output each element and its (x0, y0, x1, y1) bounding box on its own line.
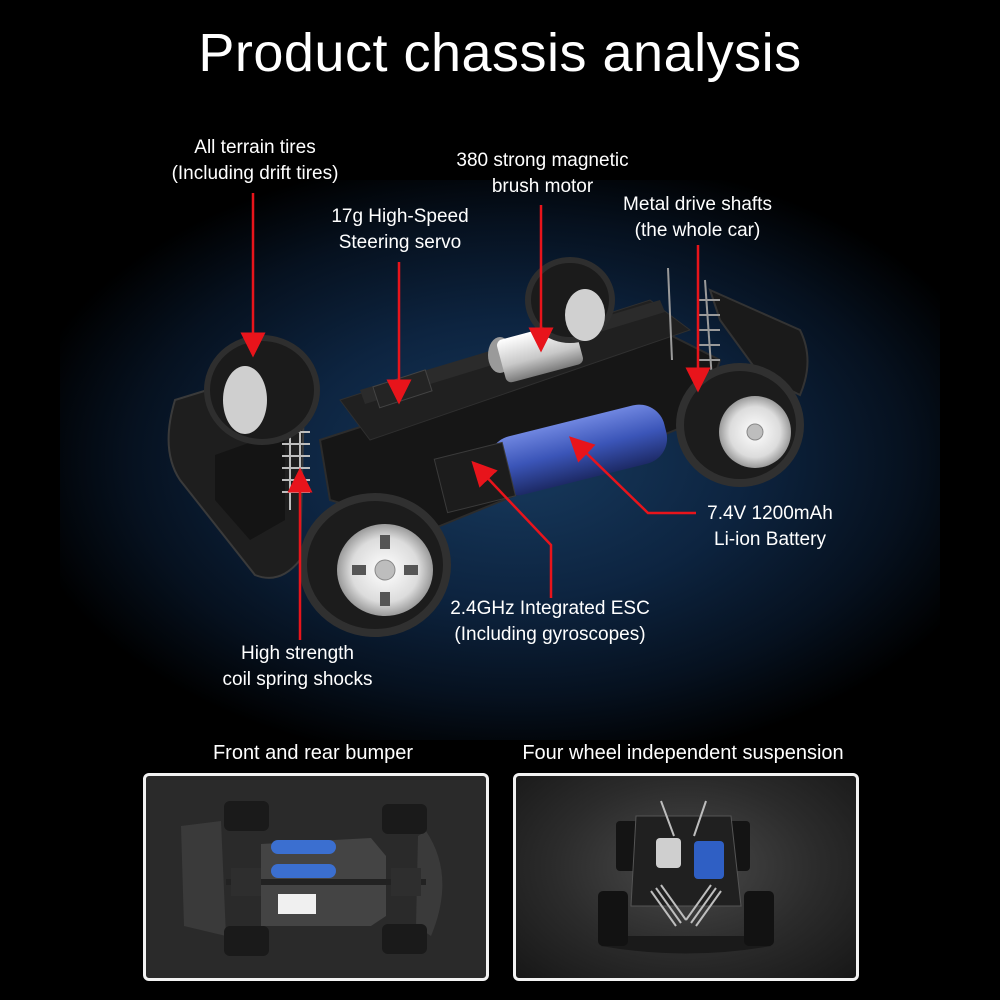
callout-battery: 7.4V 1200mAh Li-ion Battery (690, 501, 850, 553)
top-view-chassis-image (181, 801, 443, 956)
callout-driveshafts: Metal drive shafts (the whole car) (605, 192, 790, 244)
callout-servo-line1: 17g High-Speed (331, 206, 469, 227)
callout-motor: 380 strong magnetic brush motor (440, 148, 645, 200)
callout-battery-line1: 7.4V 1200mAh (707, 503, 833, 524)
callout-tires: All terrain tires (Including drift tires… (140, 135, 370, 187)
callout-battery-line2: Li-ion Battery (714, 529, 826, 550)
chassis-illustration (167, 193, 809, 640)
thumbnail-bumper (143, 773, 489, 981)
callout-line-battery (569, 436, 696, 515)
wheel-front-left (204, 335, 320, 445)
callout-motor-line1: 380 strong magnetic (456, 150, 629, 171)
callout-tires-line2: (Including drift tires) (171, 163, 339, 184)
callout-driveshafts-line2: (the whole car) (634, 220, 761, 241)
callout-shocks-line1: High strength (240, 643, 354, 664)
wheel-front-right (299, 493, 451, 637)
callout-servo: 17g High-Speed Steering servo (310, 204, 490, 256)
front-view-chassis-image (598, 800, 774, 954)
thumbnail-suspension (513, 773, 859, 981)
callout-lines (240, 193, 711, 640)
callout-line-esc (471, 460, 553, 598)
callout-tires-line1: All terrain tires (194, 137, 316, 158)
wheel-rear-right (676, 363, 804, 487)
rear-shocks (667, 267, 720, 381)
page-title: Product chassis analysis (198, 23, 802, 83)
callout-servo-line2: Steering servo (338, 232, 462, 253)
callout-esc-line2: (Including gyroscopes) (454, 624, 646, 645)
callout-shocks-line2: coil spring shocks (222, 669, 373, 690)
thumbnail-caption-bumper: Front and rear bumper (212, 742, 414, 764)
callout-driveshafts-line1: Metal drive shafts (623, 194, 772, 215)
callout-motor-line2: brush motor (491, 176, 594, 197)
callout-esc-line1: 2.4GHz Integrated ESC (450, 598, 650, 619)
callout-shocks: High strength coil spring shocks (200, 641, 395, 693)
callout-esc: 2.4GHz Integrated ESC (Including gyrosco… (430, 596, 670, 648)
wheel-rear-left (525, 257, 615, 343)
thumbnail-caption-suspension: Four wheel independent suspension (522, 742, 844, 764)
